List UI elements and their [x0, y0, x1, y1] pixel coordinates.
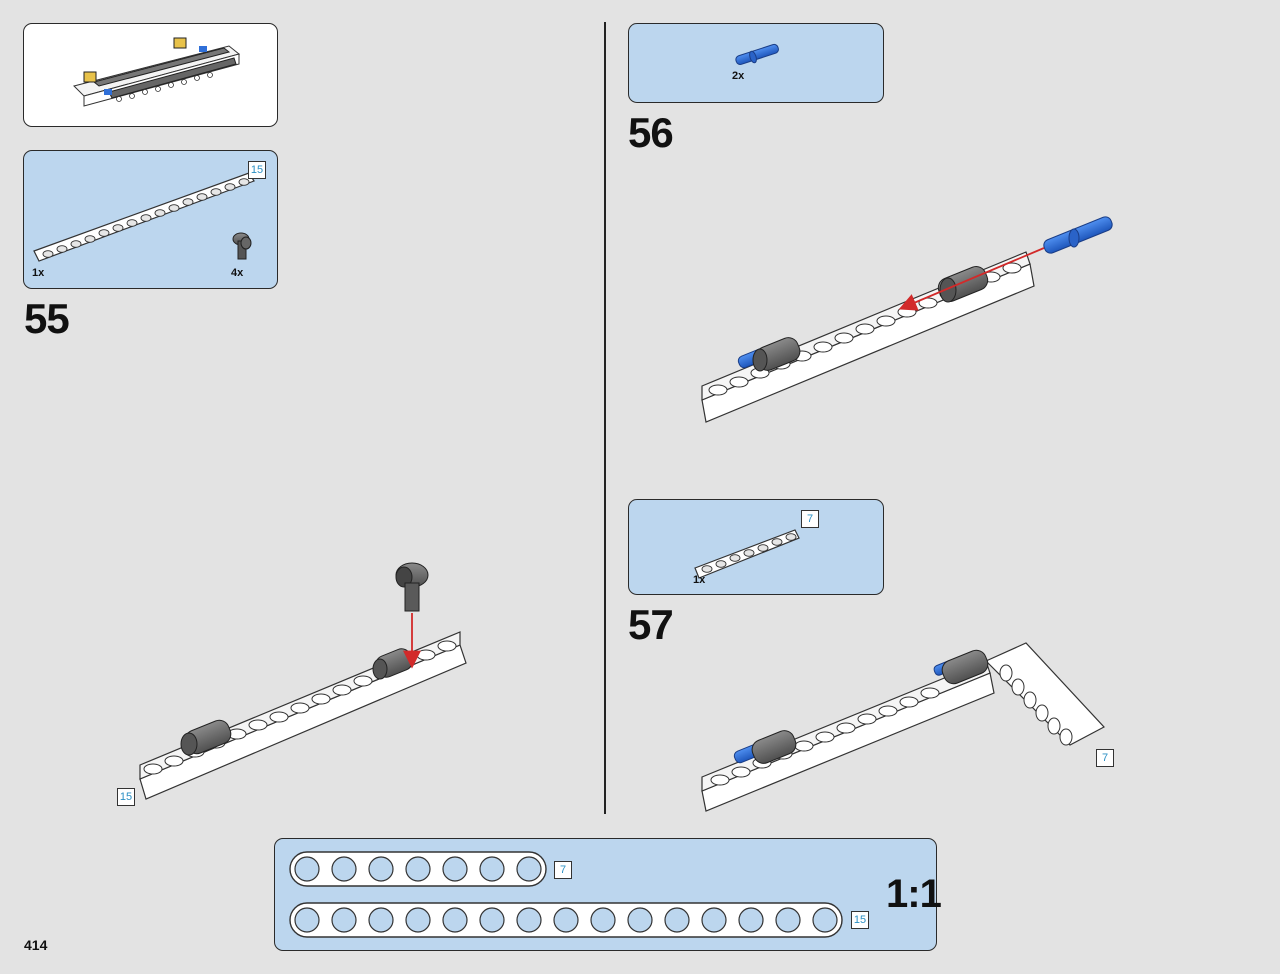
ruler-beam-7	[289, 851, 547, 887]
beam-7-icon	[694, 529, 800, 579]
beam-7-length-label: 7	[801, 510, 819, 528]
step-57-build-illustration	[701, 642, 1105, 812]
angle-connector-falling	[395, 562, 429, 612]
connector-with-pin-left	[733, 730, 797, 764]
connector-right	[937, 266, 989, 303]
step-56-build-illustration	[701, 216, 1113, 423]
build-length-label-55: 15	[117, 788, 135, 806]
beam-7-qty: 1x	[693, 574, 706, 586]
scale-label: 1:1	[886, 872, 942, 916]
preview-panel	[23, 23, 278, 127]
blue-pin-icon	[735, 43, 779, 66]
beam-qty: 1x	[32, 267, 45, 279]
step-number-57: 57	[628, 601, 674, 648]
ruler-7-label: 7	[554, 861, 572, 879]
step-57-parts-callout: 7 1x	[628, 499, 884, 595]
step-56-parts-callout: 2x	[628, 23, 884, 103]
column-divider	[604, 22, 606, 814]
blue-pin-qty: 2x	[732, 70, 745, 82]
step-55-build-illustration	[139, 562, 467, 800]
connector-with-pin-left	[737, 337, 801, 372]
ruler-beam-15	[289, 902, 843, 938]
connector-left	[180, 719, 232, 756]
connector-with-pin-right	[933, 649, 989, 685]
ruler-15-label: 15	[851, 911, 869, 929]
angle-connector-qty: 4x	[231, 267, 244, 279]
blue-pin-incoming	[1043, 216, 1113, 254]
assembled-frame-icon	[73, 37, 241, 107]
page-number: 414	[24, 937, 48, 953]
beam-15-icon	[33, 172, 255, 262]
angle-connector-icon	[232, 232, 252, 260]
step-55-parts-callout: 15 1x 4x	[23, 150, 278, 289]
step-number-55: 55	[24, 295, 70, 342]
beam-length-label: 15	[248, 161, 266, 179]
build-length-label-57: 7	[1096, 749, 1114, 767]
scale-reference-panel: 7 15	[274, 838, 937, 951]
step-number-56: 56	[628, 109, 674, 156]
